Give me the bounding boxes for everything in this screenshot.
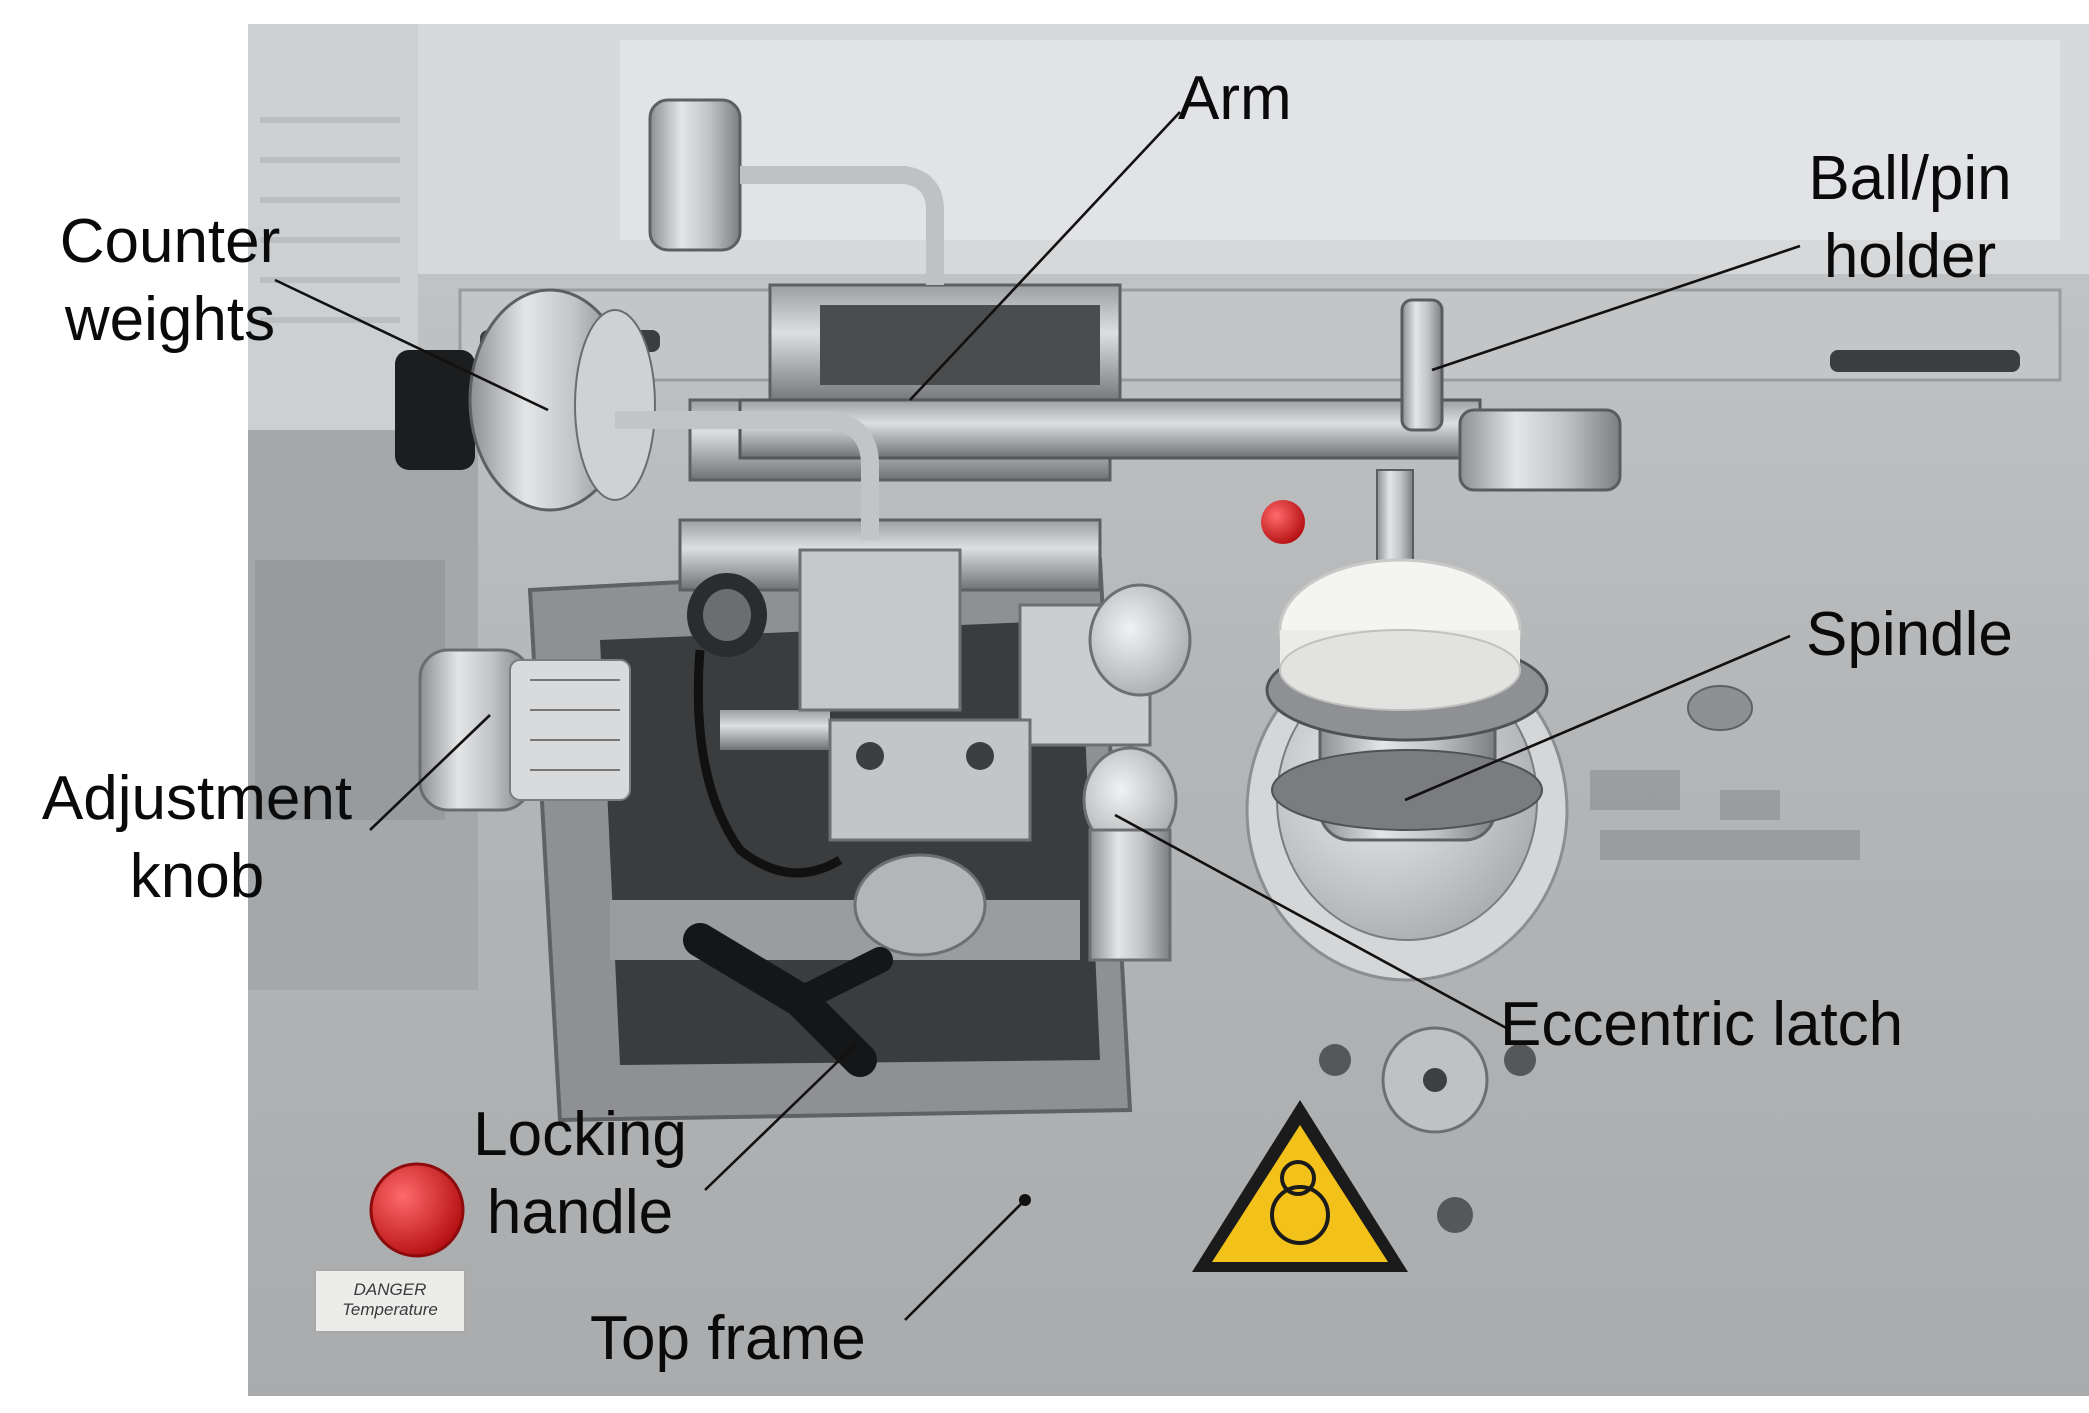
top-frame-marker-dot — [1019, 1194, 1031, 1206]
danger-plate — [314, 1269, 466, 1333]
temperature-indicator-light — [369, 1162, 465, 1258]
danger-plate-text: DANGER Temperature — [318, 1280, 462, 1320]
label-spindle: Spindle — [1806, 600, 2013, 669]
label-arm: Arm — [1178, 64, 1292, 133]
label-adjustment-knob-line-2: knob — [129, 842, 265, 911]
danger-plate-line-2: Temperature — [342, 1300, 438, 1319]
leader-lines — [274, 111, 1801, 1321]
label-locking-handle-line-1: Locking — [473, 1100, 687, 1169]
label-locking-handle: Locking handle — [455, 1096, 705, 1252]
label-ball-pin-holder: Ball/pin holder — [1780, 140, 2040, 296]
label-adjustment-knob: Adjustment knob — [22, 760, 372, 916]
label-locking-handle-line-2: handle — [486, 1178, 674, 1247]
label-ball-pin-holder-line-1: Ball/pin — [1808, 144, 2012, 213]
label-adjustment-knob-line-1: Adjustment — [41, 764, 353, 833]
danger-plate-line-1: DANGER — [353, 1280, 427, 1299]
label-eccentric-latch: Eccentric latch — [1500, 990, 1904, 1059]
label-counter-weights-line-1: Counter — [59, 207, 281, 276]
label-top-frame: Top frame — [590, 1304, 866, 1373]
label-counter-weights-line-2: weights — [64, 285, 276, 354]
label-counter-weights: Counter weights — [30, 203, 310, 359]
label-ball-pin-holder-line-2: holder — [1823, 222, 1997, 291]
